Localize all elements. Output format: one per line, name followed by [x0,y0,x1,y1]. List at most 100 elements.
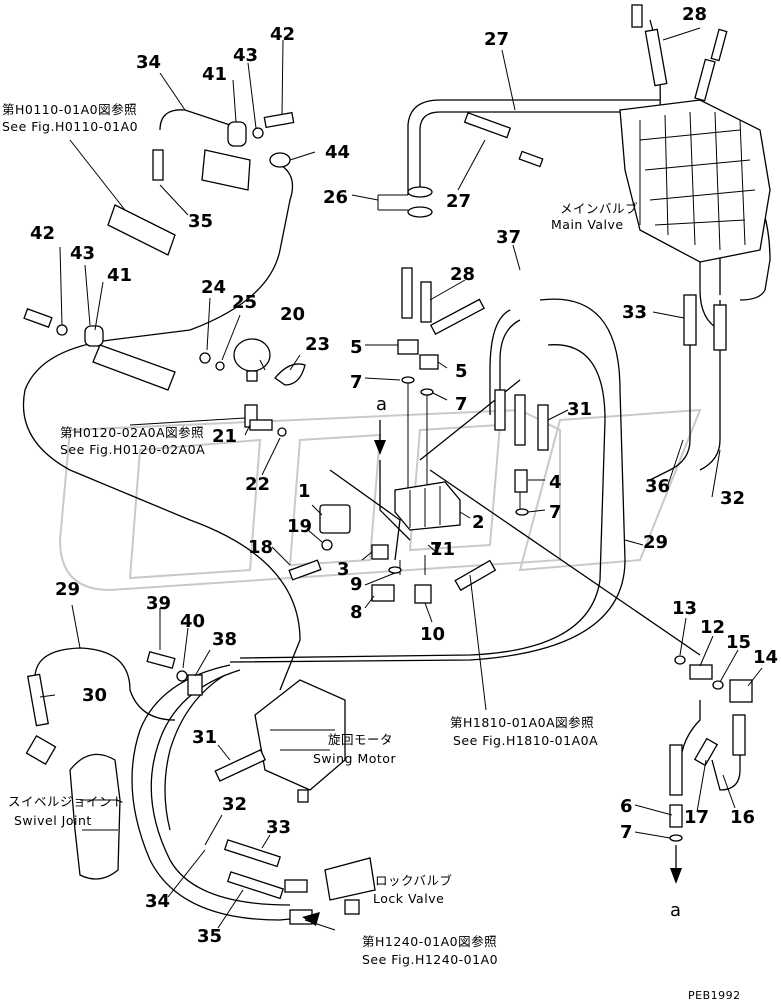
callout-29-a: 29 [55,579,80,600]
fitting-28-a [401,267,413,319]
swivel-joint-label-en: Swivel Joint [14,813,92,828]
ref-h1810-jp: 第H1810-01A0A図参照 [450,715,594,730]
callout-36: 36 [645,476,670,497]
bolt-18 [288,559,322,581]
clamp-41-a [227,121,247,147]
callout-41-a: 41 [202,64,227,85]
lock-valve-body [284,857,376,925]
fitting-12 [689,664,713,680]
fitting-4 [514,469,528,493]
callout-25: 25 [232,292,257,313]
callout-35-a: 35 [188,211,213,232]
callout-39: 39 [146,593,171,614]
watermark-text: OPEX [740,9,743,11]
callout-43-b: 43 [70,243,95,264]
fitting-35 [152,149,164,181]
callout-38: 38 [212,629,237,650]
callout-3: 3 [337,559,350,580]
ref-h0120-en: See Fig.H0120-02A0A [60,442,205,457]
hose-31-a [494,389,506,431]
oring-15 [712,680,724,690]
ref-h0110-en: See Fig.H0110-01A0 [2,119,138,134]
hose-28-top [644,28,668,87]
callout-21: 21 [212,426,237,447]
callout-24: 24 [201,277,226,298]
ref-h1810-en: See Fig.H1810-01A0A [453,733,598,748]
oring-22 [277,427,287,437]
callouts: 1 2 3 4 5 5 6 7 7 7 7 7 8 9 10 11 12 13 … [30,4,778,947]
hose-37 [429,298,485,335]
solenoid-block-2 [394,481,461,531]
swing-motor-label-jp: 旋回モータ [328,732,393,747]
callout-10: 10 [420,624,445,645]
washer-43-b [56,324,68,336]
callout-41-b: 41 [107,265,132,286]
callout-7-e: 7 [430,539,443,560]
callout-44: 44 [325,142,350,163]
bolt-42-a [263,111,295,129]
section-arrows [302,420,682,926]
lock-valve-label-jp: ロックバルブ [375,873,452,888]
nut-24 [199,352,211,364]
figure-references: 第H0110-01A0図参照 See Fig.H0110-01A0 第H0120… [2,102,598,967]
pipe-23 [274,363,306,386]
watermark: OPEX [58,9,743,592]
callout-7-d: 7 [620,822,633,843]
callout-20: 20 [280,304,305,325]
callout-42-b: 42 [30,223,55,244]
section-mark-a-top: a [376,394,387,415]
elbow-14 [729,679,753,703]
lock-valve-label-en: Lock Valve [373,891,444,906]
callout-26: 26 [323,187,348,208]
hose-31-c [537,404,549,451]
fitting-28-b [420,281,432,323]
callout-1: 1 [298,481,311,502]
callout-31-b: 31 [192,727,217,748]
callout-35-b: 35 [197,926,222,947]
tee-5-a [397,339,419,355]
accumulator-20 [233,338,271,382]
section-mark-a-bottom: a [670,900,681,921]
callout-2: 2 [472,512,485,533]
callout-31-a: 31 [567,399,592,420]
swivel-joint-body [25,734,121,880]
fitting-33-a [683,294,697,346]
callout-15: 15 [726,632,751,653]
ref-h0110-jp: 第H0110-01A0図参照 [2,102,137,117]
callout-22: 22 [245,474,270,495]
callout-5-b: 5 [455,361,468,382]
washer-19 [321,539,333,551]
callout-29-b: 29 [643,532,668,553]
callout-5-a: 5 [350,337,363,358]
hose-31-b [514,394,526,446]
main-valve-label-en: Main Valve [551,217,624,232]
bracket-41-b [92,344,176,391]
callout-11: 11 [430,539,455,560]
clip-38 [187,674,203,696]
callout-27-a: 27 [484,29,509,50]
callout-43-a: 43 [233,45,258,66]
main-valve-label-jp: メインバルブ [560,201,638,216]
swing-motor-label-en: Swing Motor [313,751,396,766]
hose-33-lower [223,839,281,868]
ref-h1240-en: See Fig.H1240-01A0 [362,952,498,967]
callout-9: 9 [350,574,363,595]
callout-28-b: 28 [450,264,475,285]
callout-34-a: 34 [136,52,161,73]
callout-14: 14 [753,647,778,668]
callout-7-a: 7 [350,372,363,393]
washer-43-a [252,127,264,139]
tee-5-b [419,354,439,370]
swing-motor-body [254,679,346,803]
clamp-26 [377,186,433,218]
callout-16: 16 [730,807,755,828]
hose-17a [669,744,683,796]
oring-13 [674,655,686,665]
plug-3 [371,544,389,560]
washer-25 [215,361,225,371]
fitting-33-b [713,304,727,351]
fitting-6 [669,804,683,828]
callout-13: 13 [672,598,697,619]
clamp-41-b [84,325,104,347]
